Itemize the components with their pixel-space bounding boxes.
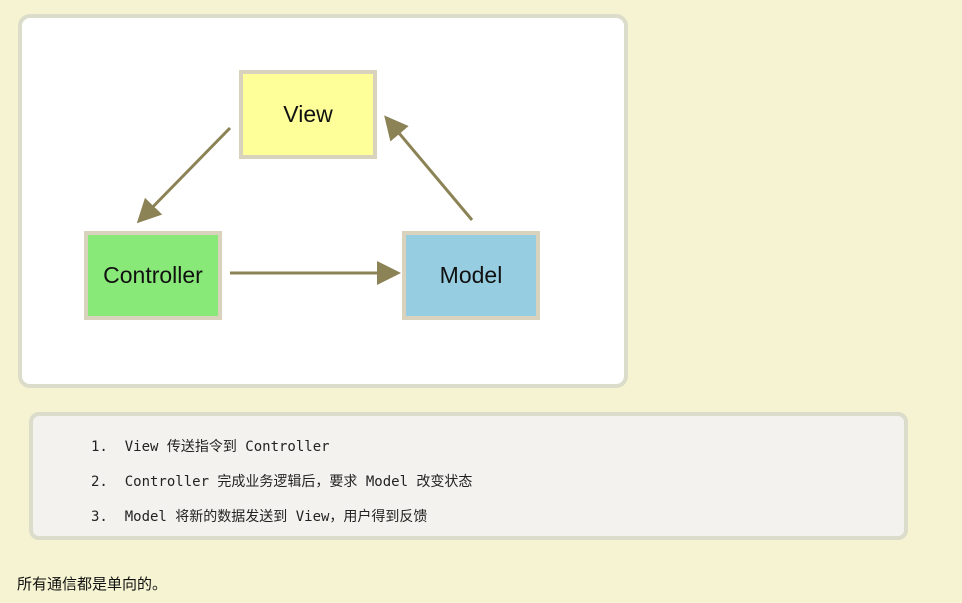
view-node: View <box>239 70 377 159</box>
steps-card: 1. View 传送指令到 Controller 2. Controller 完… <box>29 412 908 540</box>
steps-list: 1. View 传送指令到 Controller 2. Controller 完… <box>91 436 472 541</box>
step-item: 1. View 传送指令到 Controller <box>91 439 330 455</box>
footer-note: 所有通信都是单向的。 <box>17 575 168 593</box>
step-item: 2. Controller 完成业务逻辑后，要求 Model 改变状态 <box>91 474 473 490</box>
model-node-label: Model <box>439 262 503 288</box>
controller-node: Controller <box>84 231 222 320</box>
view-node-label: View <box>283 101 333 127</box>
model-node: Model <box>402 231 540 320</box>
controller-node-label: Controller <box>103 262 203 288</box>
step-item: 3. Model 将新的数据发送到 View，用户得到反馈 <box>91 509 428 525</box>
